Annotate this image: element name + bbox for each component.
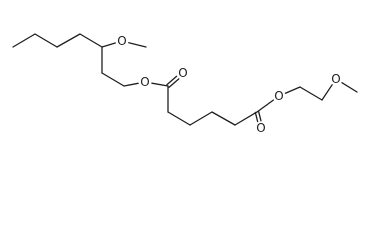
double-bond-line <box>168 78 180 88</box>
single-bond <box>284 86 301 94</box>
oxygen-atom-label: O <box>256 121 265 135</box>
double-bond-line <box>166 75 178 86</box>
oxygen-atom-label: O <box>140 75 149 89</box>
single-bond <box>299 86 323 101</box>
single-bond <box>211 111 236 126</box>
single-bond <box>79 33 103 48</box>
single-bond <box>341 82 358 93</box>
single-bond <box>321 84 333 101</box>
single-bond <box>151 82 169 87</box>
single-bond <box>123 82 139 87</box>
chemical-structure-diagram: O O O O O O <box>12 33 358 135</box>
atom-label-layer: O O O O O O <box>117 34 340 135</box>
oxygen-atom-label: O <box>117 34 126 48</box>
single-bond <box>56 33 81 48</box>
single-bond <box>128 42 147 48</box>
oxygen-atom-label: O <box>178 66 187 80</box>
single-bond <box>256 99 274 113</box>
single-bond <box>189 111 213 126</box>
double-bond-line <box>254 111 259 123</box>
single-bond <box>101 42 116 48</box>
oxygen-atom-label: O <box>274 89 283 103</box>
bond-layer <box>12 33 358 126</box>
oxygen-atom-label: O <box>331 72 340 86</box>
single-bond <box>167 111 191 126</box>
single-bond <box>34 33 58 48</box>
single-bond <box>101 72 125 87</box>
single-bond <box>234 111 258 126</box>
single-bond <box>12 33 36 48</box>
double-bond-line <box>257 110 262 122</box>
